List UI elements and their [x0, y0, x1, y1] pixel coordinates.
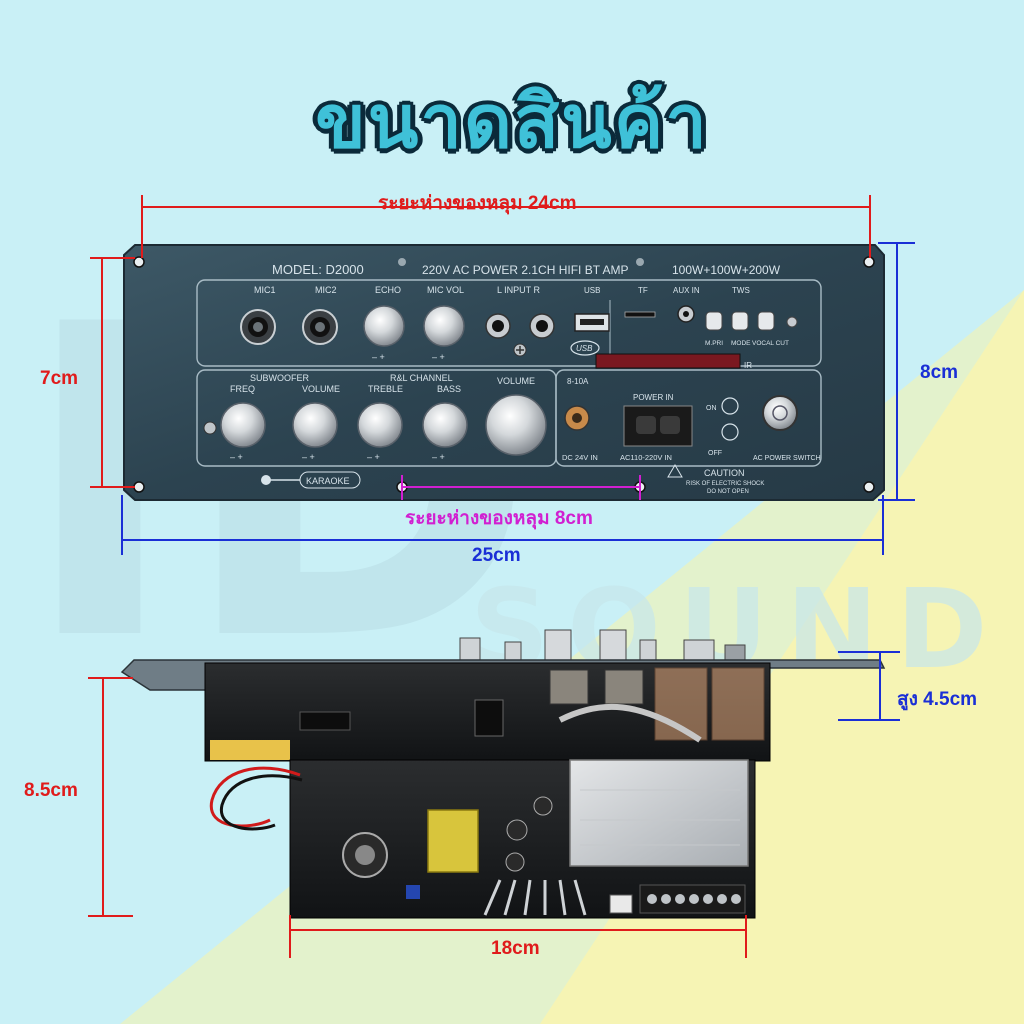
svg-text:L INPUT R: L INPUT R: [497, 285, 541, 295]
mic2-jack: [302, 309, 338, 345]
treble-knob: [357, 402, 403, 448]
svg-text:MIC2: MIC2: [315, 285, 337, 295]
dim-left-height: [90, 257, 135, 488]
echo-knob: [363, 305, 405, 347]
front-panel: MODEL: D2000 220V AC POWER 2.1CH HIFI BT…: [123, 244, 885, 501]
prev-button: [705, 311, 723, 331]
svg-text:USB: USB: [576, 344, 593, 353]
svg-text:RISK OF ELECTRIC SHOCK: RISK OF ELECTRIC SHOCK: [686, 481, 764, 487]
rca-input-left: [485, 313, 511, 339]
svg-text:OFF: OFF: [708, 450, 722, 457]
svg-text:– +: – +: [302, 452, 315, 462]
dim-board-depth: [88, 677, 133, 917]
mounting-hole: [863, 256, 875, 268]
power-spec-label: 220V AC POWER 2.1CH HIFI BT AMP: [422, 263, 629, 277]
svg-text:SUBWOOFER: SUBWOOFER: [250, 373, 310, 383]
svg-text:8-10A: 8-10A: [567, 377, 589, 386]
svg-text:DC 24V IN: DC 24V IN: [562, 453, 598, 462]
overall-width-label: 25cm: [472, 545, 521, 566]
karaoke-label: KARAOKE: [306, 476, 350, 486]
svg-text:TF: TF: [638, 286, 648, 295]
ac-power-switch: [762, 395, 798, 431]
svg-text:POWER IN: POWER IN: [633, 393, 674, 402]
svg-text:VOLUME: VOLUME: [302, 384, 340, 394]
svg-text:AC POWER SWITCH: AC POWER SWITCH: [753, 455, 821, 462]
display-window: [595, 353, 741, 369]
dim-board-width: [289, 915, 747, 958]
pcb-side-view: [120, 629, 886, 919]
next-button: [757, 311, 775, 331]
svg-text:– +: – +: [372, 352, 385, 362]
watt-spec-label: 100W+100W+200W: [672, 263, 781, 277]
svg-text:VOLUME: VOLUME: [497, 376, 535, 386]
svg-text:TWS: TWS: [732, 286, 750, 295]
bottom-hole-spacing-label: ระยะห่างของหลุม 8cm: [405, 508, 593, 529]
mic1-jack: [240, 309, 276, 345]
svg-text:TREBLE: TREBLE: [368, 384, 403, 394]
play-pause-button: [731, 311, 749, 331]
svg-text:MODE: MODE: [731, 340, 751, 347]
dim-right-height: [878, 242, 915, 501]
dim-component-height: [838, 651, 900, 721]
svg-text:– +: – +: [230, 452, 243, 462]
board-width-label: 18cm: [491, 938, 540, 959]
svg-text:CAUTION: CAUTION: [704, 468, 745, 478]
freq-knob: [220, 402, 266, 448]
svg-text:– +: – +: [432, 352, 445, 362]
mounting-hole: [863, 481, 875, 493]
svg-text:MIC VOL: MIC VOL: [427, 285, 464, 295]
dim-top-holes: [141, 195, 871, 258]
mounting-hole: [133, 481, 145, 493]
svg-text:MIC1: MIC1: [254, 285, 276, 295]
mic-vol-knob: [423, 305, 465, 347]
svg-text:– +: – +: [432, 452, 445, 462]
svg-text:DO NOT OPEN: DO NOT OPEN: [707, 489, 749, 495]
transformer: [427, 809, 479, 873]
sub-volume-knob: [292, 402, 338, 448]
svg-text:IR: IR: [744, 361, 752, 370]
svg-text:BASS: BASS: [437, 384, 461, 394]
svg-text:FREQ: FREQ: [230, 384, 255, 394]
model-label: MODEL: D2000: [272, 262, 364, 277]
svg-text:M.PRI: M.PRI: [705, 340, 723, 347]
board-depth-label: 8.5cm: [24, 780, 78, 801]
master-volume-knob: [485, 394, 547, 456]
component-height-label: สูง 4.5cm: [897, 689, 978, 710]
svg-text:AUX IN: AUX IN: [673, 286, 700, 295]
svg-text:USB: USB: [584, 286, 600, 295]
top-hole-spacing-label: ระยะห่างของหลุม 24cm: [378, 193, 577, 214]
svg-text:R&L CHANNEL: R&L CHANNEL: [390, 373, 453, 383]
svg-text:VOCAL CUT: VOCAL CUT: [752, 340, 789, 347]
right-height-label: 8cm: [920, 362, 959, 383]
bass-knob: [422, 402, 468, 448]
svg-text:ECHO: ECHO: [375, 285, 401, 295]
heatsink: [569, 759, 749, 867]
svg-text:– +: – +: [367, 452, 380, 462]
rca-input-right: [529, 313, 555, 339]
ac-power-inlet: [623, 405, 693, 447]
dim-overall-width: [121, 495, 884, 555]
dim-bottom-holes: [401, 475, 641, 500]
tf-slot: [624, 311, 656, 318]
left-height-label: 7cm: [40, 368, 79, 389]
svg-text:AC110-220V IN: AC110-220V IN: [620, 453, 672, 462]
page-title: ขนาดสินค้า: [315, 79, 709, 165]
svg-text:ON: ON: [706, 405, 717, 412]
mounting-hole: [133, 256, 145, 268]
